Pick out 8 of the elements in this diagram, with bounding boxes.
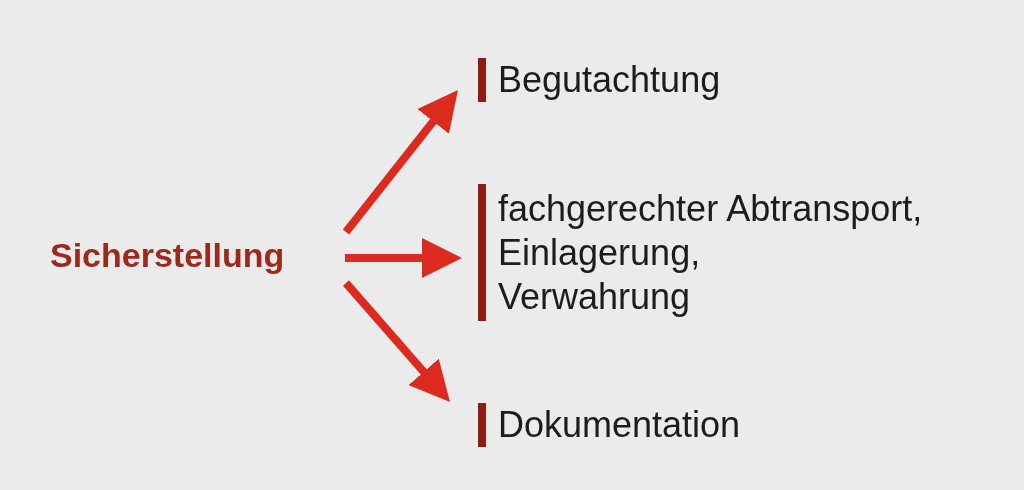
arrow <box>342 90 458 235</box>
arrow <box>343 280 450 402</box>
source-label: Sicherstellung <box>50 238 285 272</box>
item-label: Verwahrung <box>498 274 692 319</box>
item-label: Einlagerung, <box>498 230 702 275</box>
item-label: Dokumentation <box>498 403 742 447</box>
item-label: fachgerechter Abtransport, <box>498 186 924 231</box>
item-label: Begutachtung <box>498 58 722 102</box>
